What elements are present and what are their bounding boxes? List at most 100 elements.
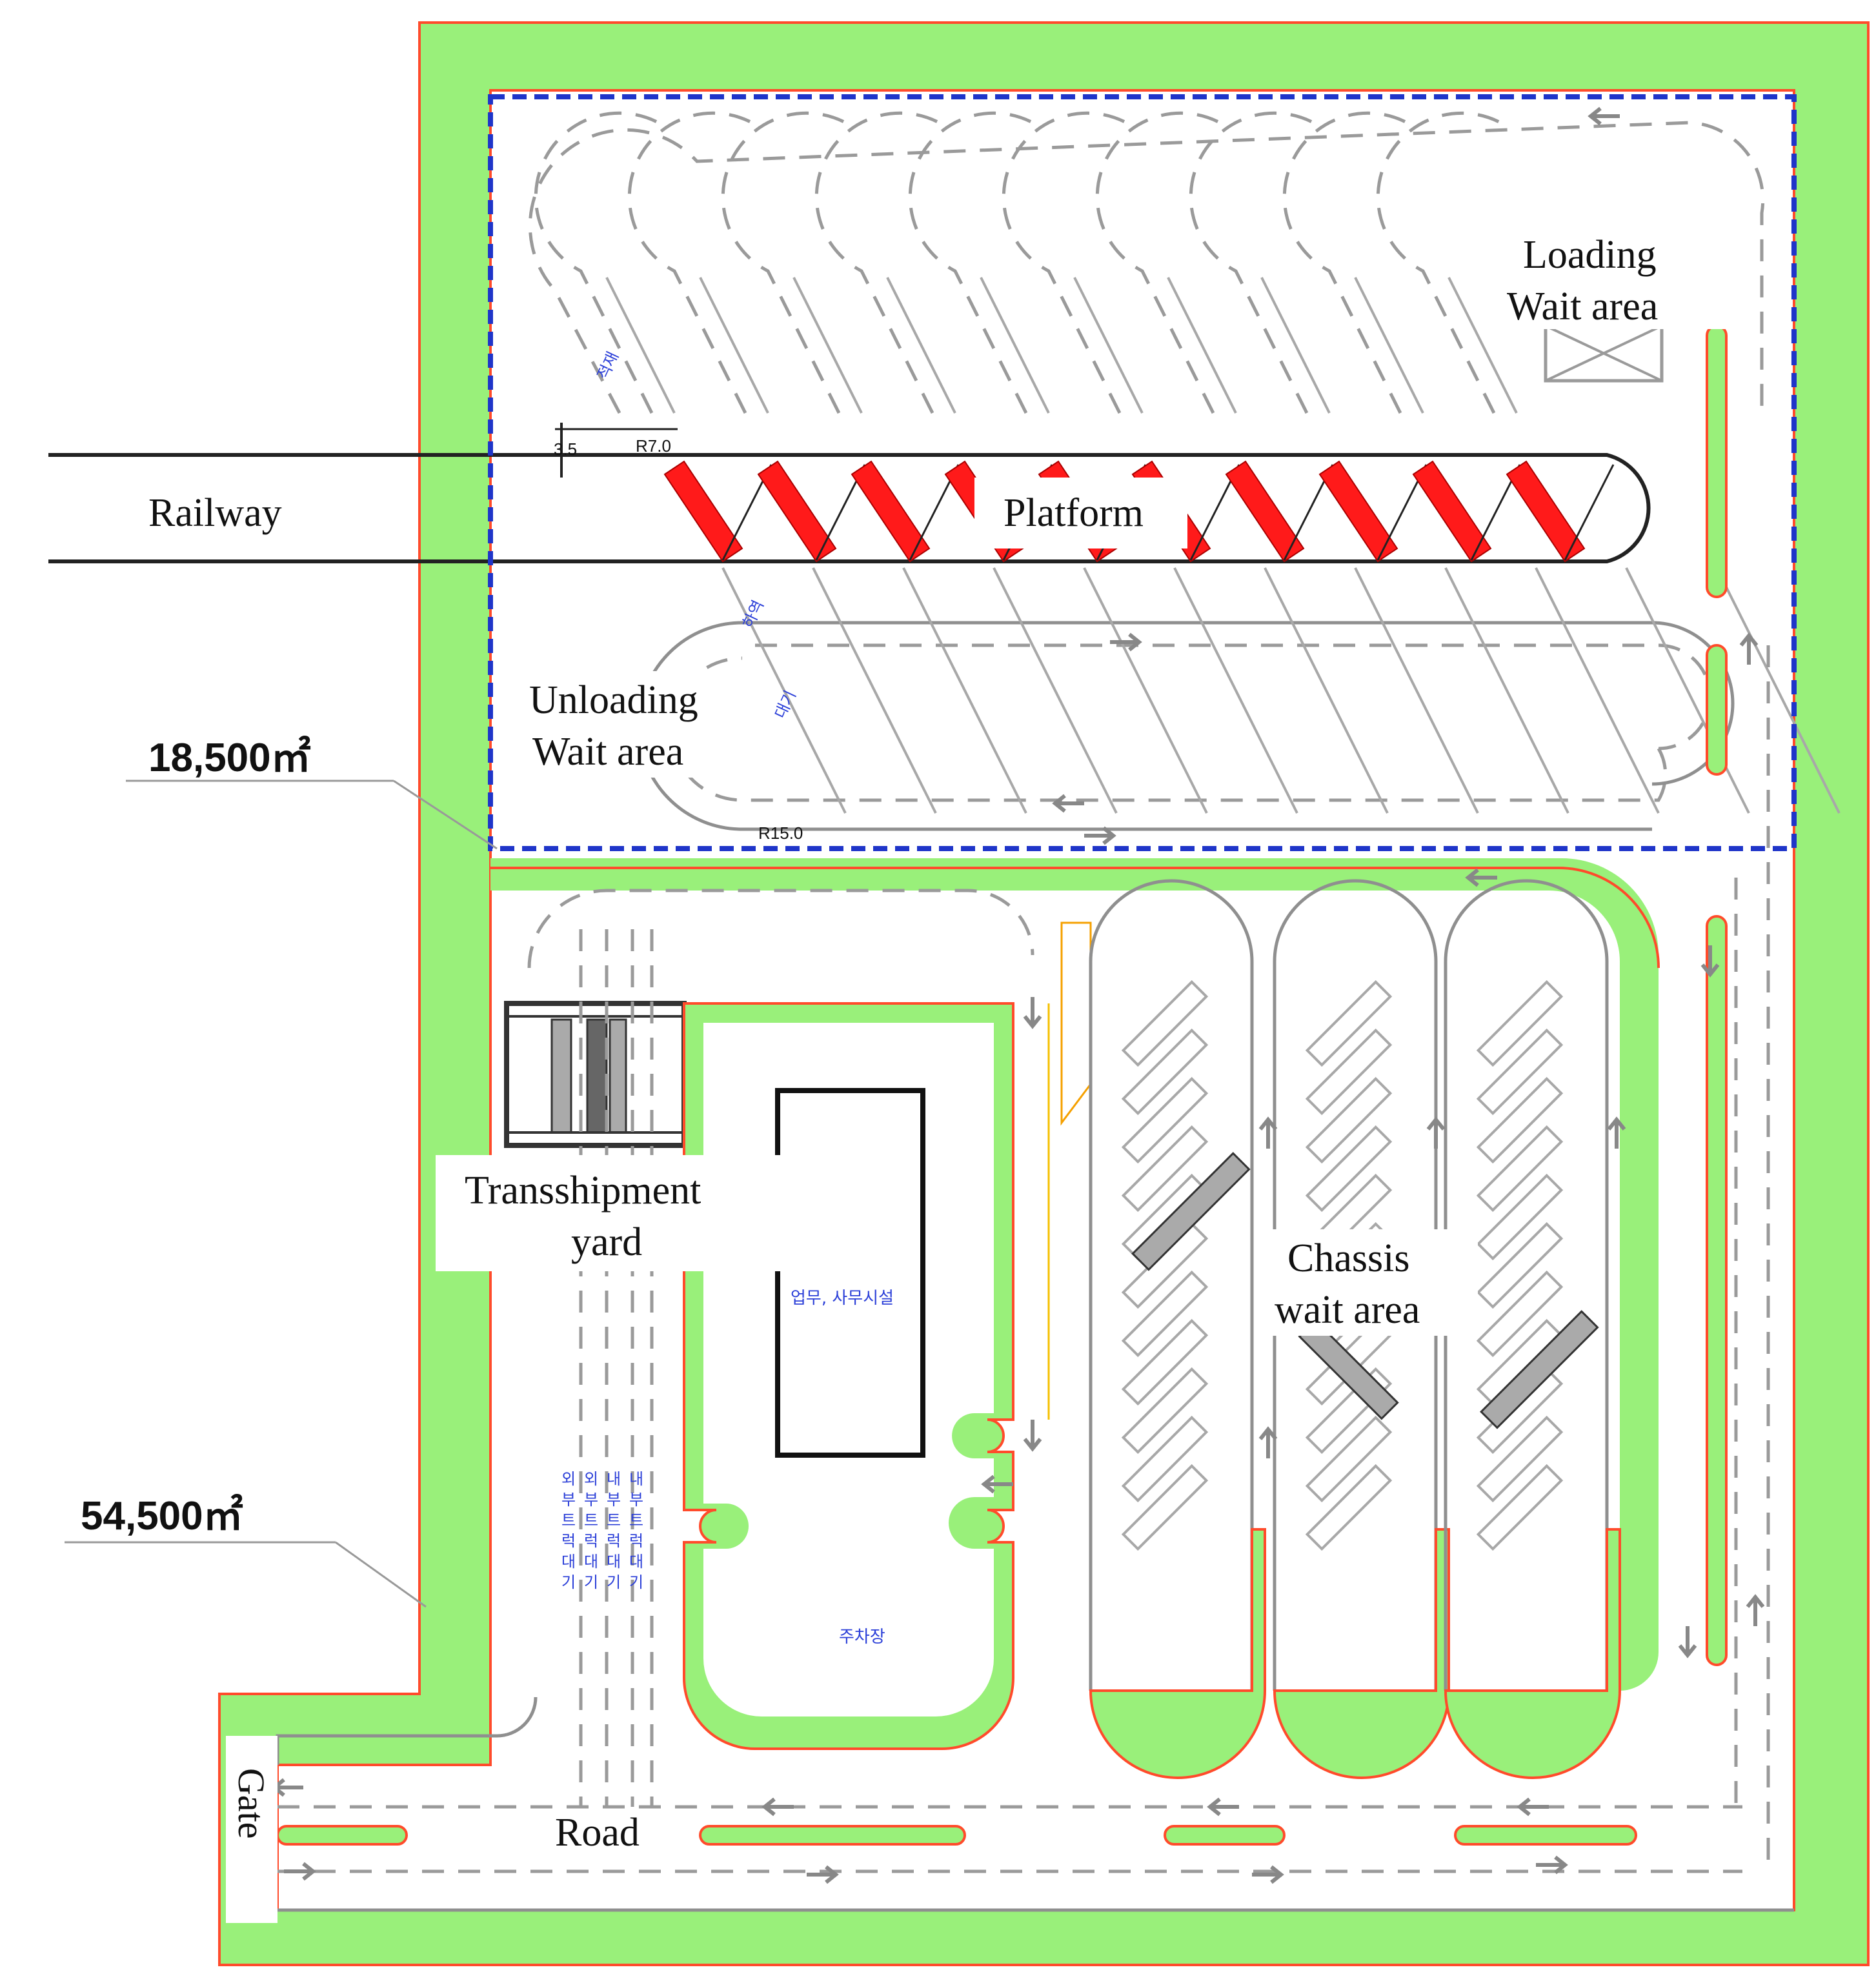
truck-wait-column-char: 기: [584, 1573, 598, 1591]
chassis-slot: [1476, 980, 1564, 1067]
loading-loop-lane: [1189, 111, 1315, 414]
chassis-slot: [1305, 1464, 1393, 1551]
direction-arrow-head: [1700, 963, 1720, 978]
unloading-slot-line: [902, 567, 1027, 814]
svg-text:Platform: Platform: [1004, 491, 1144, 535]
parking-korean-label: 주차장: [839, 1627, 885, 1647]
chassis-column: [1089, 879, 1254, 1691]
truck-wait-column-char: 트: [607, 1511, 621, 1529]
label-transshipment-yard: Transshipment yard: [436, 1155, 781, 1271]
direction-arrow-head: [1739, 632, 1759, 647]
loading-loop-lane: [1095, 111, 1221, 414]
gate-opening: [226, 1736, 277, 1923]
truck-wait-column-char: 외: [584, 1470, 598, 1488]
dim-radius-large: R15.0: [758, 823, 803, 843]
platform-bay: [1225, 460, 1305, 563]
chassis-trailer: [1480, 1310, 1599, 1429]
truck-wait-column-char: 트: [629, 1511, 643, 1529]
loading-loop-edge: [1260, 277, 1331, 414]
svg-text:Unloading: Unloading: [529, 678, 698, 722]
platform-bay: [757, 460, 837, 563]
truck-wait-column-char: 럭: [607, 1532, 621, 1550]
chassis-slot: [1305, 1125, 1393, 1213]
direction-arrow-head: [1258, 1426, 1278, 1440]
direction-arrow-head: [1207, 1797, 1221, 1817]
office-korean-label: 업무, 사무시설: [791, 1289, 894, 1308]
label-gate: Gate: [230, 1768, 272, 1839]
loading-loop-lane: [1282, 111, 1408, 414]
unloading-slot-line: [721, 567, 847, 814]
label-chassis-wait: Chassis wait area: [1265, 1229, 1478, 1336]
direction-arrow-head: [1678, 1644, 1697, 1658]
direction-arrow-head: [1426, 1116, 1446, 1131]
unloading-slot-line: [1354, 567, 1479, 814]
truck-wait-column-char: 부: [607, 1491, 621, 1509]
truck-wait-column-char: 부: [561, 1491, 576, 1509]
chassis-slot: [1121, 1270, 1209, 1358]
loading-loop-edge: [1073, 277, 1144, 414]
chassis-slot: [1121, 980, 1209, 1067]
chassis-slot: [1121, 1318, 1209, 1406]
platform-bay-link: [1564, 464, 1615, 561]
direction-arrow-head: [825, 1865, 839, 1884]
chassis-slot: [1121, 1415, 1209, 1503]
direction-arrow-head: [1052, 794, 1066, 813]
truck-wait-column-char: 럭: [584, 1532, 598, 1550]
chassis-column-base: [1089, 1528, 1266, 1779]
truck-wait-column-char: 대: [584, 1553, 598, 1571]
direction-arrow-head: [1128, 632, 1142, 652]
chassis-slot: [1305, 1415, 1393, 1503]
chassis-slot: [1476, 1028, 1564, 1116]
direction-arrow-head: [1023, 1015, 1042, 1029]
direction-arrow-head: [1554, 1855, 1568, 1875]
transshipment-crane: [504, 1001, 687, 1148]
svg-text:Wait area: Wait area: [532, 730, 683, 774]
svg-text:Loading: Loading: [1523, 233, 1657, 277]
chassis-slot: [1121, 1028, 1209, 1116]
chassis-slot: [1121, 1367, 1209, 1455]
dim-offset: 3.5: [554, 439, 577, 459]
svg-text:Road: Road: [555, 1811, 640, 1855]
truck-wait-column-char: 대: [607, 1553, 621, 1571]
label-unloading-wait: Unloading Wait area: [516, 671, 749, 778]
chassis-slot: [1305, 1028, 1393, 1116]
loading-loop-edge: [980, 277, 1050, 414]
direction-arrow-head: [1258, 1116, 1278, 1131]
truck-wait-column-char: 기: [629, 1573, 643, 1591]
direction-arrow-head: [1607, 1116, 1626, 1131]
right-islands: [1706, 325, 1728, 1666]
truck-wait-column-char: 럭: [561, 1532, 576, 1550]
loading-loop-lane: [627, 111, 753, 414]
svg-text:Gate: Gate: [230, 1768, 272, 1839]
chassis-slot: [1476, 1222, 1564, 1309]
truck-wait-column-char: 내: [607, 1470, 621, 1488]
svg-text:Railway: Railway: [148, 491, 282, 535]
truck-wait-column-char: 내: [629, 1470, 643, 1488]
svg-text:yard: yard: [571, 1220, 642, 1264]
truck-wait-column-char: 트: [561, 1511, 576, 1529]
truck-wait-column-char: 럭: [629, 1532, 643, 1550]
loading-loop-lane: [814, 111, 940, 414]
direction-arrow-head: [761, 1797, 776, 1817]
unloading-slot-line: [1264, 567, 1389, 814]
svg-text:Chassis: Chassis: [1287, 1236, 1409, 1280]
inner-boundary: [488, 94, 1797, 851]
truck-wait-column-char: 기: [561, 1573, 576, 1591]
unloading-slot-line: [1173, 567, 1298, 814]
chassis-column: [1444, 879, 1609, 1691]
label-railway: Railway: [148, 491, 282, 535]
dim-radius-small: R7.0: [636, 436, 671, 456]
loading-loop-edge: [1354, 277, 1424, 414]
svg-text:wait area: wait area: [1275, 1288, 1420, 1332]
loading-loop-edge: [1167, 277, 1237, 414]
platform-bay: [1506, 460, 1586, 563]
svg-text:Transshipment: Transshipment: [465, 1169, 701, 1213]
chassis-slot: [1476, 1270, 1564, 1358]
truck-wait-column-char: 외: [561, 1470, 576, 1488]
chassis-slot: [1305, 1367, 1393, 1455]
loading-loop-edge: [605, 277, 676, 414]
direction-arrow-head: [302, 1862, 316, 1881]
truck-wait-column-char: 부: [629, 1491, 643, 1509]
direction-arrow-head: [1270, 1865, 1284, 1884]
